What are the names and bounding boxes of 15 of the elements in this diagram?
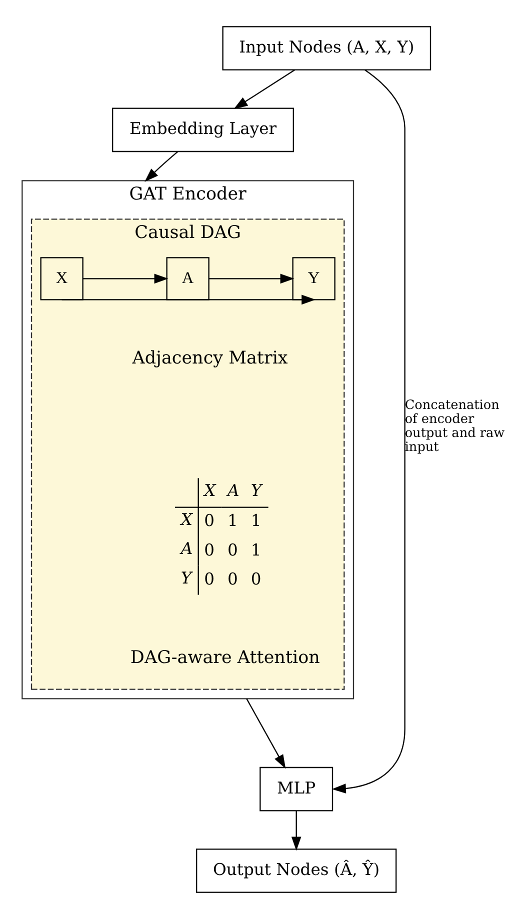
label: X bbox=[180, 510, 192, 529]
label: 1 bbox=[250, 540, 262, 559]
label: 1 bbox=[250, 510, 262, 530]
label: X bbox=[204, 480, 216, 500]
label: 0 bbox=[228, 540, 238, 559]
label: 0 bbox=[204, 540, 215, 559]
label: 1 bbox=[228, 510, 238, 530]
label: 0 bbox=[204, 510, 215, 530]
label: Y bbox=[180, 568, 192, 587]
label: Y bbox=[250, 480, 262, 500]
label: A bbox=[180, 538, 193, 558]
label: 0 bbox=[250, 569, 262, 588]
label: A bbox=[228, 480, 240, 500]
label: 0 bbox=[204, 569, 215, 588]
label: 0 bbox=[228, 569, 238, 588]
